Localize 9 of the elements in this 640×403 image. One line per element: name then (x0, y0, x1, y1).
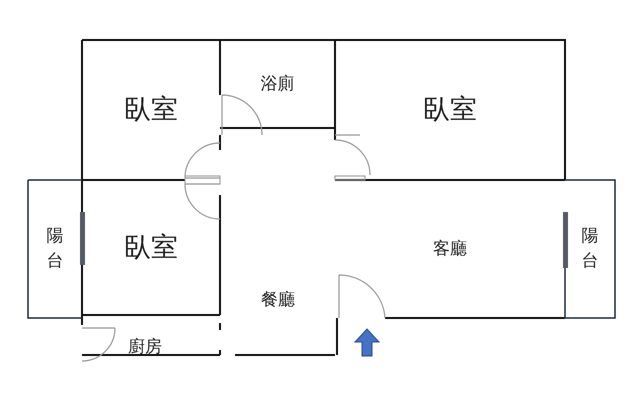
room-label: 臥室 (124, 95, 178, 125)
room-label: 陽台 (581, 224, 599, 273)
room-label: 臥室 (423, 95, 477, 125)
room-label: 陽台 (46, 224, 64, 273)
room-label: 客廳 (433, 240, 467, 258)
room-label: 臥室 (124, 232, 178, 262)
room-label: 餐廳 (261, 290, 295, 310)
room-label: 浴廁 (260, 74, 294, 94)
room-label: 廚房 (128, 338, 162, 357)
